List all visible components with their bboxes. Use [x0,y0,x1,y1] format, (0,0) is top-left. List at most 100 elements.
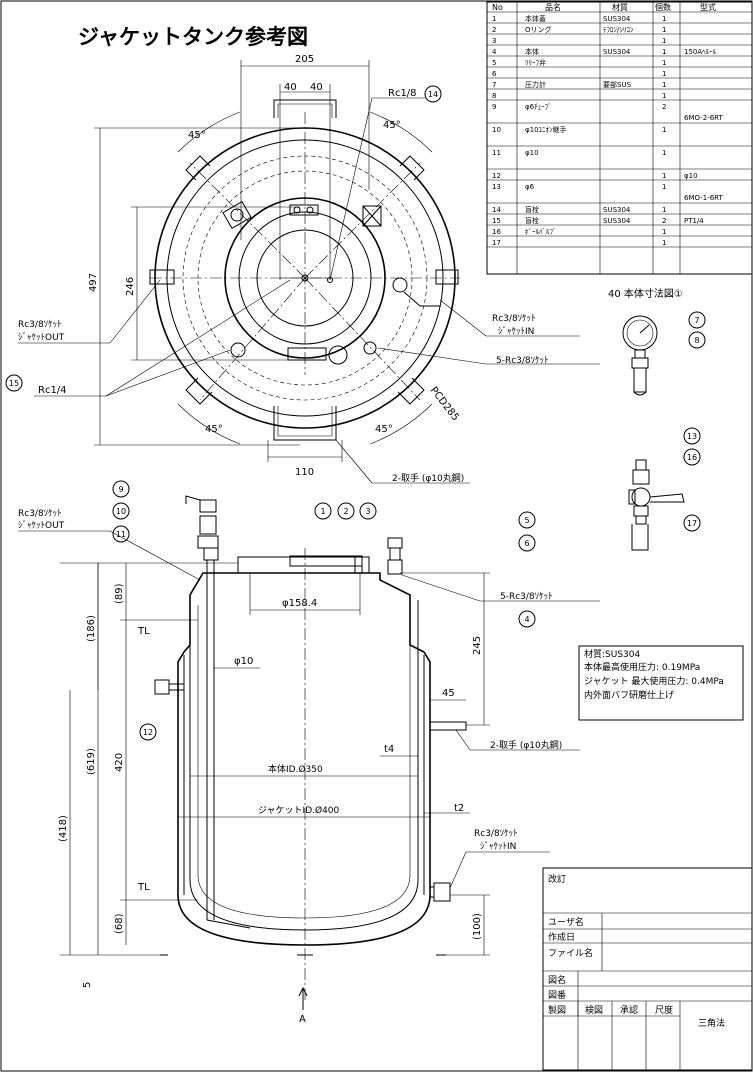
dim-5: 5 [82,982,93,988]
table-cell-no: 9 [492,103,496,111]
table-cell-qty: 1 [662,59,666,67]
balloon-number: 2 [343,507,348,516]
front-jacket-out-label: Rc3/8ｿｹｯﾄ [18,508,62,519]
body-id-label: 本体ID.Ø350 [268,763,323,775]
table-header-model: 型式 [700,2,716,12]
dim-186: (186) [86,615,97,642]
rc14-label: Rc1/4 [38,385,67,396]
table-cell-material: SUS304 [603,48,631,56]
balloon-number: 11 [116,530,126,539]
table-header-qty: 個数 [655,2,671,12]
dim-110: 110 [295,467,314,478]
dim-158: φ158.4 [282,598,317,609]
dim-68: (68) [114,913,125,934]
tb-created-date: 作成日 [548,931,575,943]
table-header-no: No [492,3,503,12]
table-cell-name: Oリング [525,25,552,34]
top-socket-label: 5-Rc3/8ｿｹｯﾄ [496,355,549,366]
balloon-circle [112,502,130,520]
jacket-id-label: ジャケットID.Ø400 [258,805,340,816]
table-cell-name: 盲栓 [525,205,539,214]
tl-top-label: TL [137,626,150,637]
tb-checker: 検図 [585,1004,603,1016]
spec-line: ジャケット 最大使用圧力: 0.4MPa [584,675,724,687]
spec-line: 内外面バフ研磨仕上げ [584,689,674,701]
table-cell-material: SUS304 [603,206,631,214]
table-cell-name: 本体 [525,47,539,56]
dim-40-left: 40 [284,82,297,93]
table-cell-no: 14 [492,206,501,214]
table-cell-name: ﾘﾘｰﾌ弁 [525,58,546,67]
table-cell-material: SUS304 [603,15,631,23]
top-jacket-in-label: ｼﾞｬｹｯﾄIN [498,326,534,337]
front-jacket-in-label: Rc3/8ｿｹｯﾄ [474,828,518,839]
dim-245: 245 [472,636,483,655]
balloon-circle [112,480,130,498]
table-cell-qty: 1 [662,172,666,180]
balloon-circle [688,331,706,349]
table-cell-name: 本体蓋 [525,14,546,23]
table-cell-name: ﾎﾞｰﾙﾊﾞﾙﾌﾞ [525,228,557,236]
tb-scale: 尺度 [655,1004,673,1016]
table-cell-qty: 1 [662,37,666,45]
top-handle-label: 2-取手 (φ10丸鋼) [392,472,464,484]
dim-420: 420 [114,753,125,772]
front-jacket-in-label: ｼﾞｬｹｯﾄIN [480,841,516,852]
dim-418: (418) [58,815,69,842]
balloon-circle [337,502,355,520]
table-cell-qty: 1 [662,126,666,134]
table-cell-qty: 1 [662,228,666,236]
dim-246: 246 [125,277,136,296]
rc18-label: Rc1/8 [388,88,417,99]
front-jacket-out-label: ｼﾞｬｹｯﾄOUT [18,520,65,531]
table-cell-qty: 1 [662,206,666,214]
balloon-number: 14 [428,90,438,99]
dim-40-right: 40 [310,82,323,93]
table-cell-qty: 1 [662,70,666,78]
balloon-circle [518,610,536,628]
t4-label: t4 [384,744,394,755]
balloon-number: 4 [524,615,529,624]
table-cell-qty: 1 [662,92,666,100]
pcd-label: PCD285 [428,385,461,423]
table-cell-no: 12 [492,172,501,180]
dim-100: (100) [472,913,483,940]
tb-projection: 三角法 [698,1017,725,1029]
spec-note: 材質:SUS304 本体最高使用圧力: 0.19MPa ジャケット 最大使用圧力… [578,645,744,721]
arrow-a-label: A [299,1014,306,1025]
table-cell-model: 150Aﾍﾙｰﾙ [684,48,717,56]
table-cell-name: 圧力計 [525,80,546,89]
balloon-number: 7 [694,316,699,325]
table-cell-no: 15 [492,217,501,225]
table-cell-name: 盲栓 [525,216,539,225]
top-angle-label: 45° [375,424,393,435]
table-cell-material: 要部SUS [603,80,632,89]
tb-revision: 改訂 [548,873,566,885]
table-cell-no: 7 [492,81,496,89]
spec-line: 本体最高使用圧力: 0.19MPa [584,661,700,673]
table-cell-qty: 1 [662,149,666,157]
table-cell-qty: 1 [662,183,666,191]
balloon-circle [518,511,536,529]
detail-area: 40 本体寸法図① [608,287,685,551]
tb-user-name: ユーザ名 [548,916,584,928]
table-cell-material: SUS304 [603,217,631,225]
table-cell-name: φ6 [525,183,535,191]
dim-10: φ10 [234,656,253,667]
table-cell-no: 4 [492,48,497,56]
table-cell-qty: 2 [662,103,666,111]
table-cell-model: 6MO-2-6RT [684,114,724,122]
balloon-circle [683,448,701,466]
table-cell-no: 11 [492,149,501,157]
table-cell-no: 2 [492,26,496,34]
top-angle-label: 45° [383,120,401,131]
spec-line: 材質:SUS304 [584,648,640,660]
front-view: (619) (418) (186) (89) 420 (68) 5 TL TL … [18,495,600,1025]
table-cell-model: PT1/4 [684,217,704,225]
top-jacket-out-label: Rc3/8ｿｹｯﾄ [18,319,62,330]
front-handle-label: 2-取手 (φ10丸鋼) [490,739,562,751]
balloon-number: 8 [694,336,699,345]
balloon-number: 3 [365,507,370,516]
